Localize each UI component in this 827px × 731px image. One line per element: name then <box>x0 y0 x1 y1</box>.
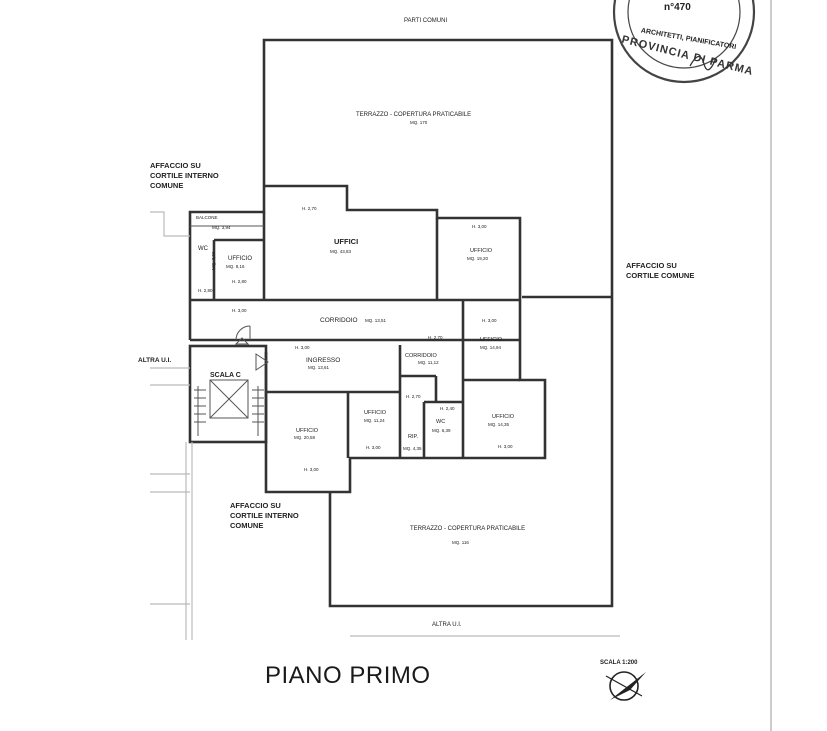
terrazzo-top-area: MQ. 170 <box>410 120 428 125</box>
balcone-area: MQ. 3,94 <box>212 225 231 230</box>
uffici-height: H. 2,70 <box>302 206 317 211</box>
ufficio-right-bottom-height: H. 3,00 <box>498 444 513 449</box>
ufficio-small-name: UFFICIO <box>228 256 252 262</box>
scala-label: SCALA C <box>210 372 241 379</box>
ufficio-left-bottom-area: MQ. 20,58 <box>294 435 316 440</box>
affaccio-right-1: AFFACCIO SU <box>626 261 677 270</box>
corridoio-height: H. 3,00 <box>232 308 247 313</box>
ufficio-left-bottom-height: H. 3,00 <box>304 467 319 472</box>
uffici-name: UFFICI <box>334 237 358 246</box>
affaccio-top-left-2: CORTILE INTERNO <box>150 171 219 180</box>
rip-height: H. 2,70 <box>406 394 421 399</box>
corridoio-area: MQ. 13,51 <box>365 318 387 323</box>
ufficio-right-bottom-area: MQ. 14,35 <box>488 422 510 427</box>
affaccio-top-left-1: AFFACCIO SU <box>150 161 201 170</box>
ufficio-right-bottom-name: UFFICIO <box>492 414 515 420</box>
ufficio-top-right-height: H. 3,00 <box>472 224 487 229</box>
north-arrow-icon <box>605 671 646 701</box>
wc1-area: MQ. 3,58 <box>211 251 216 270</box>
corridoio2-name: CORRIDOIO <box>405 353 438 359</box>
wc1-height: H. 2,80 <box>198 288 213 293</box>
affaccio-bottom-2: CORTILE INTERNO <box>230 511 299 520</box>
ufficio-small-height: H. 2,80 <box>232 279 247 284</box>
ufficio-mid-bottom-area: MQ. 11,24 <box>364 418 385 423</box>
plan-labels: PARTI COMUNI TERRAZZO - COPERTURA PRATIC… <box>138 18 694 689</box>
ufficio-top-right-area: MQ. 19,20 <box>467 256 489 261</box>
wc2-height: H. 2,40 <box>440 406 455 411</box>
plan-title: PIANO PRIMO <box>265 662 431 689</box>
affaccio-right-2: CORTILE COMUNE <box>626 271 694 280</box>
ufficio-mid-bottom-name: UFFICIO <box>364 410 387 416</box>
corridoio-name: CORRIDOIO <box>320 317 358 324</box>
ufficio-small-area: MQ. 8,16 <box>226 264 245 269</box>
ufficio-right-mid-area: MQ. 14,94 <box>480 345 502 350</box>
ufficio-mid-bottom-height: H. 3,00 <box>366 445 381 450</box>
label-parti-comuni: PARTI COMUNI <box>404 18 447 24</box>
affaccio-bottom-1: AFFACCIO SU <box>230 501 281 510</box>
terrazzo-top-name: TERRAZZO - COPERTURA PRATICABILE <box>356 112 471 118</box>
terrazzo-bottom-area: MQ. 116 <box>452 540 469 545</box>
balcone-name: BALCONE <box>196 215 218 220</box>
wc2-name: WC <box>436 419 445 425</box>
ufficio-right-mid-name: UFFICIO <box>480 337 503 343</box>
affaccio-bottom-3: COMUNE <box>230 521 263 530</box>
stamp-number: n°470 <box>664 2 691 13</box>
scale-label: SCALA 1:200 <box>600 660 638 666</box>
stamp: n°470 PROVINCIA DI PARMA ARCHITETTI, PIA… <box>612 0 756 84</box>
ingresso-height: H. 3,00 <box>295 345 310 350</box>
wc1-name: WC <box>198 246 209 252</box>
corridoio2-area: MQ. 11,12 <box>418 360 439 365</box>
terrazzo-bottom-name: TERRAZZO - COPERTURA PRATICABILE <box>410 526 525 532</box>
signature-mark <box>689 55 717 71</box>
altra-ui-bottom: ALTRA U.I. <box>432 622 462 628</box>
rip-area: MQ. 4,35 <box>403 446 422 451</box>
uffici-area: MQ. 43,83 <box>330 249 352 254</box>
plan-walls <box>150 38 620 640</box>
corridoio2-height: H. 2,70 <box>428 335 443 340</box>
rip-name: RIP. <box>408 434 418 440</box>
ufficio-left-bottom-name: UFFICIO <box>296 428 319 434</box>
affaccio-top-left-3: COMUNE <box>150 181 183 190</box>
wc2-area: MQ. 6,39 <box>432 428 451 433</box>
altra-ui-left: ALTRA U.I. <box>138 357 171 364</box>
ufficio-top-right-name: UFFICIO <box>470 248 493 254</box>
ufficio-right-mid-height: H. 3,00 <box>482 318 497 323</box>
ingresso-name: INGRESSO <box>306 357 340 364</box>
ingresso-area: MQ. 13,61 <box>308 365 330 370</box>
